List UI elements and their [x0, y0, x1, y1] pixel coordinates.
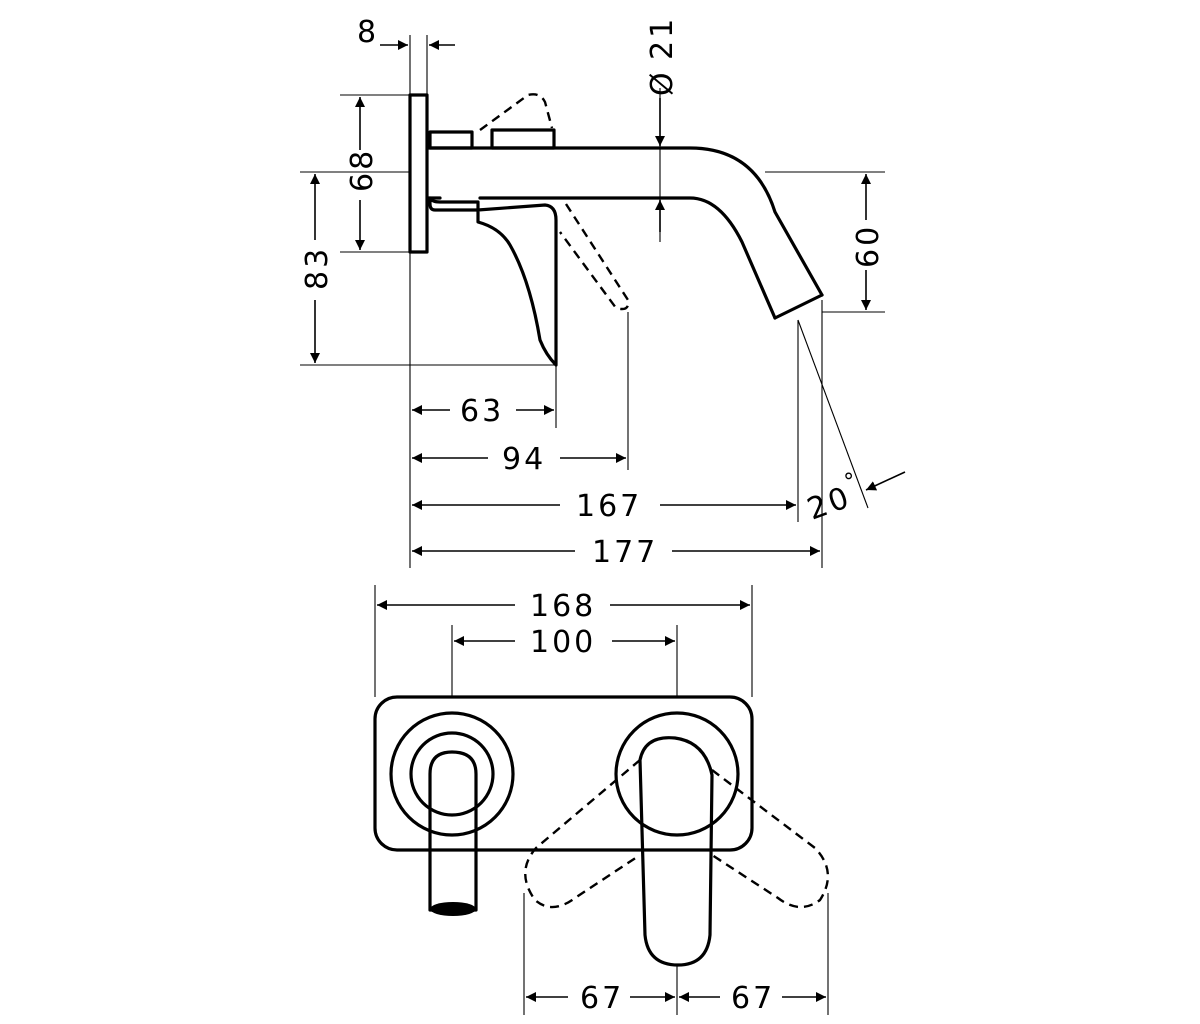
lever-swing-right	[711, 769, 829, 909]
dim-spout-outlet-inner: 167	[576, 489, 642, 524]
spout-rosette-outer	[389, 711, 515, 837]
dim-swing-left: 67	[580, 981, 624, 1016]
handle-rosette	[614, 711, 740, 837]
spout-top-edge	[426, 146, 824, 297]
side-view: 8 Ø 21 68 83 60 63 94 167	[300, 15, 906, 570]
dim-plate-thickness: 8	[357, 15, 379, 50]
dim-plate-height: 68	[345, 148, 380, 192]
dim-spout-outlet-outer: 177	[592, 535, 658, 570]
dim-lever-open-reach: 94	[502, 442, 546, 477]
lever-swing-left	[524, 759, 641, 909]
valve-block-lower	[428, 196, 480, 212]
spout-outlet-mouth	[430, 902, 476, 916]
valve-block-upper	[428, 130, 474, 150]
lever-alt-upper	[479, 93, 554, 131]
angle-line	[797, 319, 869, 509]
spout-rosette-inner	[409, 731, 495, 817]
dim-total-height: 83	[300, 246, 335, 290]
valve-block-upper-right	[490, 128, 556, 150]
spout-pipe	[428, 750, 478, 912]
dim-plate-width: 168	[530, 589, 596, 624]
dim-lever-reach: 63	[460, 394, 504, 429]
dim-center-distance: 100	[530, 625, 596, 660]
handle-lever	[638, 736, 714, 967]
dim-pipe-diameter-symbol: Ø	[645, 69, 680, 96]
cover-plate	[373, 695, 754, 852]
dim-swing-right: 67	[731, 981, 775, 1016]
front-view: 168 100 67 67	[373, 585, 829, 1016]
wall-plate	[408, 93, 429, 254]
lever-handle	[476, 203, 558, 367]
spout-outlet	[773, 293, 824, 320]
lever-alt-lower	[559, 203, 630, 311]
dim-pipe-diameter: 21	[645, 16, 680, 60]
dim-spout-height: 60	[851, 224, 886, 268]
